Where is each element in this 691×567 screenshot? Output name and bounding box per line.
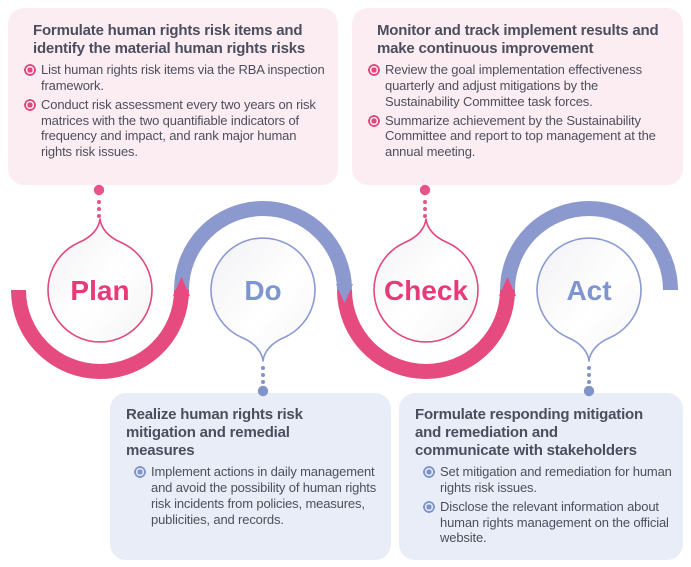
list-item: Summarize achievement by the Sustainabil… [368, 113, 673, 161]
do-bullet-list: Implement actions in daily management an… [110, 464, 391, 527]
bullet-text: List human rights risk items via the RBA… [41, 62, 325, 93]
do-label: Do [244, 275, 281, 306]
connector-dot [587, 366, 591, 370]
do-connector-dots [257, 366, 269, 397]
connector-dot [97, 207, 101, 211]
connector-dot [97, 200, 101, 204]
list-item: Disclose the relevant information about … [423, 499, 675, 547]
connector-dot [97, 214, 101, 218]
check-description-box: Monitor and track implement results and … [352, 8, 683, 185]
connector-dot [423, 200, 427, 204]
connector-dot-large [257, 385, 269, 397]
plan-label: Plan [70, 275, 129, 306]
connector-dot [587, 380, 591, 384]
do-bubble [210, 237, 316, 362]
flow-arrow-up-icon [499, 277, 516, 296]
fisheye-bullet-icon [24, 64, 36, 76]
connector-dot-large [419, 184, 431, 196]
fisheye-bullet-icon [134, 466, 146, 478]
list-item: Set mitigation and remediation for human… [423, 464, 675, 496]
list-item: Implement actions in daily management an… [134, 464, 383, 527]
connector-dot-large [93, 184, 105, 196]
fisheye-bullet-icon [368, 114, 380, 127]
act-box-title: Formulate responding mitigation and reme… [415, 406, 643, 459]
act-connector-dots [583, 366, 595, 397]
check-connector-dots [419, 184, 431, 218]
check-bullet-list: Review the goal implementation effective… [352, 62, 683, 160]
list-item: Review the goal implementation effective… [368, 62, 673, 110]
bullet-text: Conduct risk assessment every two years … [41, 96, 316, 160]
pdca-cycle-graphic: Plan Do Check Act [11, 184, 678, 397]
act-description-box: Formulate responding mitigation and reme… [399, 393, 683, 560]
bullet-text: Summarize achievement by the Sustainabil… [385, 112, 656, 160]
list-item: Conduct risk assessment every two years … [24, 97, 328, 160]
do-box-title: Realize human rights risk mitigation and… [126, 406, 303, 459]
plan-connector-dots [93, 184, 105, 218]
do-arc [174, 201, 352, 291]
bullet-text: Set mitigation and remediation for human… [440, 464, 672, 495]
bullet-text: Implement actions in daily management an… [151, 464, 377, 527]
plan-arc [11, 289, 189, 379]
flow-arrow-up-icon [173, 277, 190, 296]
connector-dot [261, 373, 265, 377]
plan-box-title: Formulate human rights risk items and id… [33, 22, 306, 57]
act-bullet-list: Set mitigation and remediation for human… [399, 464, 683, 546]
do-description-box: Realize human rights risk mitigation and… [110, 393, 391, 560]
flow-arrow-down-icon [336, 284, 353, 303]
list-item: List human rights risk items via the RBA… [24, 62, 328, 94]
connector-dot [261, 380, 265, 384]
fisheye-bullet-icon [423, 500, 435, 513]
plan-bullet-list: List human rights risk items via the RBA… [8, 62, 338, 160]
bullet-text: Review the goal implementation effective… [385, 62, 642, 109]
act-label: Act [566, 275, 611, 306]
connector-dot [423, 214, 427, 218]
connector-dot [261, 366, 265, 370]
check-box-title: Monitor and track implement results and … [377, 22, 659, 57]
fisheye-bullet-icon [368, 64, 380, 76]
check-label: Check [384, 275, 468, 306]
check-arc [337, 289, 515, 379]
connector-dot-large [583, 385, 595, 397]
act-arc [500, 201, 678, 291]
connector-dot [423, 207, 427, 211]
plan-description-box: Formulate human rights risk items and id… [8, 8, 338, 185]
fisheye-bullet-icon [24, 98, 36, 111]
bullet-text: Disclose the relevant information about … [440, 498, 669, 546]
fisheye-bullet-icon [423, 466, 435, 478]
act-bubble [536, 237, 642, 362]
connector-dot [587, 373, 591, 377]
check-bubble [373, 218, 479, 343]
plan-bubble [47, 218, 153, 343]
